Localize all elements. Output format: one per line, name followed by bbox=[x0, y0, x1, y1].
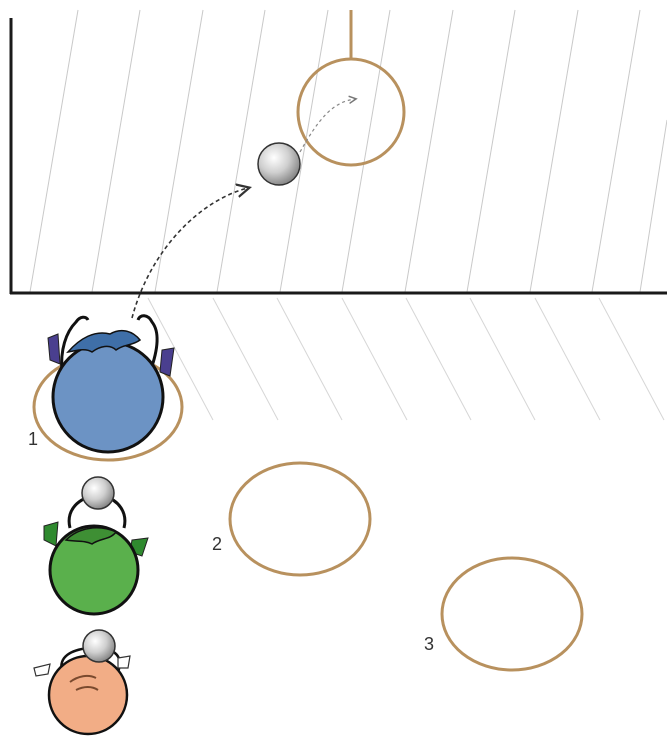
target-hoop bbox=[298, 59, 404, 165]
court-hatching-upper bbox=[30, 10, 667, 292]
green-player-left-shoe bbox=[44, 522, 58, 546]
blue-player bbox=[48, 316, 174, 452]
station-3-label: 3 bbox=[424, 634, 434, 654]
pass-trajectory bbox=[132, 188, 248, 318]
green-player-ball bbox=[82, 477, 114, 509]
station-2-label: 2 bbox=[212, 534, 222, 554]
peach-player-ball bbox=[83, 630, 115, 662]
court-hatching-lower bbox=[148, 298, 664, 420]
green-player bbox=[44, 477, 148, 614]
peach-player-right-shoe bbox=[118, 656, 130, 668]
station-2-hoop bbox=[230, 463, 370, 575]
blue-player-right-shoe bbox=[160, 348, 174, 376]
blue-player-left-shoe bbox=[48, 334, 60, 364]
peach-player-left-shoe bbox=[34, 664, 50, 676]
station-1-label: 1 bbox=[28, 429, 38, 449]
ball-in-flight bbox=[258, 143, 300, 185]
peach-player bbox=[34, 630, 130, 734]
peach-player-body bbox=[49, 656, 127, 734]
station-3-hoop bbox=[442, 558, 582, 670]
blue-player-body bbox=[53, 342, 163, 452]
